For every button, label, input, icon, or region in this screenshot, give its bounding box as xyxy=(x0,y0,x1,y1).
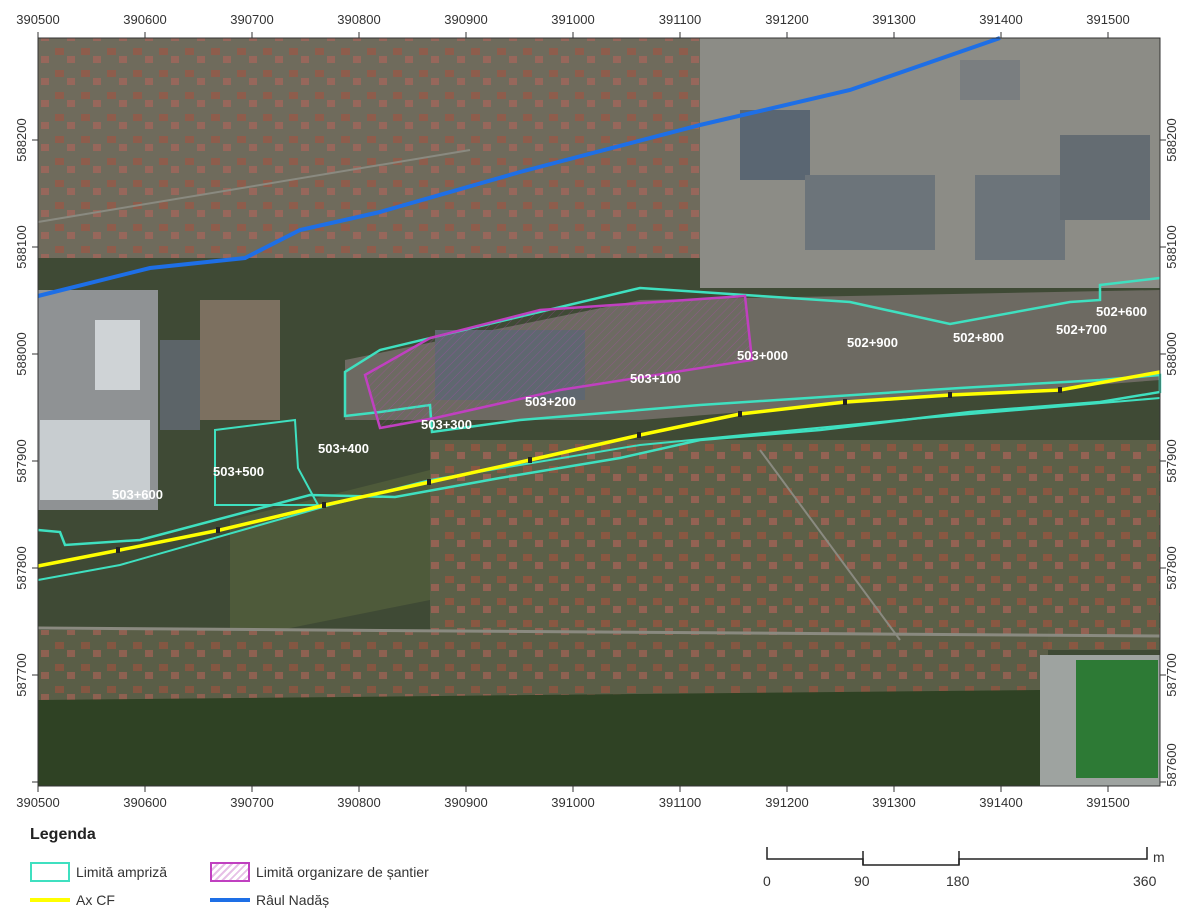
x-tick-label: 390800 xyxy=(337,795,380,810)
x-tick-label: 391400 xyxy=(979,795,1022,810)
legend-item-label: Ax CF xyxy=(76,892,115,908)
chainage-label: 502+900 xyxy=(847,335,898,350)
chainage-label: 503+200 xyxy=(525,394,576,409)
x-tick-label: 391000 xyxy=(551,795,594,810)
chainage-label: 503+100 xyxy=(630,371,681,386)
y-axis-left-labels: 588200 588100 588000 587900 587800 58770… xyxy=(14,118,29,696)
scale-label: 90 xyxy=(854,873,870,889)
legend-item-label: Limită organizare de șantier xyxy=(256,864,429,880)
river-nadas-line xyxy=(37,36,1001,298)
y-tick-label: 587900 xyxy=(1164,439,1179,482)
chainage-labels: 502+600 502+700 502+800 502+900 503+000 … xyxy=(112,304,1147,502)
railway-axis-markers xyxy=(116,387,1062,553)
legend-item-site-organisation: Limită organizare de șantier xyxy=(210,862,429,882)
y-tick-label: 587700 xyxy=(14,653,29,696)
row-limit-swatch xyxy=(30,862,70,882)
tick-marks xyxy=(32,32,1166,792)
map-legend: Legenda Limită ampriză Limită organizare… xyxy=(30,826,730,915)
scale-bar-graphic xyxy=(766,847,1148,866)
chainage-label: 503+400 xyxy=(318,441,369,456)
legend-item-row-limit: Limită ampriză xyxy=(30,862,167,882)
chainage-label: 502+800 xyxy=(953,330,1004,345)
scale-label: 180 xyxy=(946,873,970,889)
y-tick-label: 587900 xyxy=(14,439,29,482)
scale-bar: m 0 90 180 360 xyxy=(755,845,1175,905)
x-tick-label: 391500 xyxy=(1086,12,1129,27)
x-tick-label: 391400 xyxy=(979,12,1022,27)
railway-axis-line xyxy=(37,370,1161,568)
site-organisation-area xyxy=(363,294,754,430)
x-tick-label: 390900 xyxy=(444,795,487,810)
legend-item-railway-axis: Ax CF xyxy=(30,892,115,908)
site-organisation-swatch xyxy=(210,862,250,882)
x-tick-label: 390700 xyxy=(230,12,273,27)
x-axis-top-labels: 390500 390600 390700 390800 390900 39100… xyxy=(16,12,1129,27)
chainage-label: 503+500 xyxy=(213,464,264,479)
chainage-label: 503+600 xyxy=(112,487,163,502)
x-tick-label: 391100 xyxy=(659,12,701,27)
y-tick-label: 587600 xyxy=(1164,743,1179,786)
x-tick-label: 391200 xyxy=(765,12,808,27)
y-tick-label: 588100 xyxy=(14,225,29,268)
x-axis-bottom-labels: 390500 390600 390700 390800 390900 39100… xyxy=(16,795,1129,810)
chainage-label: 502+700 xyxy=(1056,322,1107,337)
y-tick-label: 587800 xyxy=(1164,546,1179,589)
y-tick-label: 588200 xyxy=(14,118,29,161)
x-tick-label: 390500 xyxy=(16,12,59,27)
x-tick-label: 391000 xyxy=(551,12,594,27)
x-tick-label: 390900 xyxy=(444,12,487,27)
y-tick-label: 587800 xyxy=(14,546,29,589)
chainage-label: 502+600 xyxy=(1096,304,1147,319)
x-tick-label: 390500 xyxy=(16,795,59,810)
railway-axis-swatch xyxy=(30,898,70,902)
map-border xyxy=(37,37,1161,787)
legend-item-label: Râul Nadăș xyxy=(256,892,330,908)
x-tick-label: 391200 xyxy=(765,795,808,810)
row-limit-boundary-west xyxy=(214,418,320,506)
y-tick-label: 588000 xyxy=(14,332,29,375)
row-limit-boundary xyxy=(37,276,1162,547)
y-axis-right-labels: 588200 588100 588000 587900 587800 58770… xyxy=(1164,118,1179,786)
x-tick-label: 390800 xyxy=(337,12,380,27)
y-tick-label: 588200 xyxy=(1164,118,1179,161)
scale-label: 0 xyxy=(763,873,771,889)
legend-title: Legenda xyxy=(30,826,96,843)
legend-item-label: Limită ampriză xyxy=(76,864,168,880)
y-tick-label: 588000 xyxy=(1164,332,1179,375)
legend-item-river: Râul Nadăș xyxy=(210,892,329,908)
scale-unit: m xyxy=(1153,849,1165,865)
x-tick-label: 390700 xyxy=(230,795,273,810)
chainage-label: 503+000 xyxy=(737,348,788,363)
x-tick-label: 391100 xyxy=(659,795,701,810)
chainage-label: 503+300 xyxy=(421,417,472,432)
x-tick-label: 390600 xyxy=(123,12,166,27)
aerial-image xyxy=(37,38,1161,786)
x-tick-label: 390600 xyxy=(123,795,166,810)
x-tick-label: 391300 xyxy=(872,795,915,810)
y-tick-label: 588100 xyxy=(1164,225,1179,268)
river-swatch xyxy=(210,898,250,902)
scale-label: 360 xyxy=(1133,873,1157,889)
y-tick-label: 587700 xyxy=(1164,653,1179,696)
x-tick-label: 391500 xyxy=(1086,795,1129,810)
x-tick-label: 391300 xyxy=(872,12,915,27)
